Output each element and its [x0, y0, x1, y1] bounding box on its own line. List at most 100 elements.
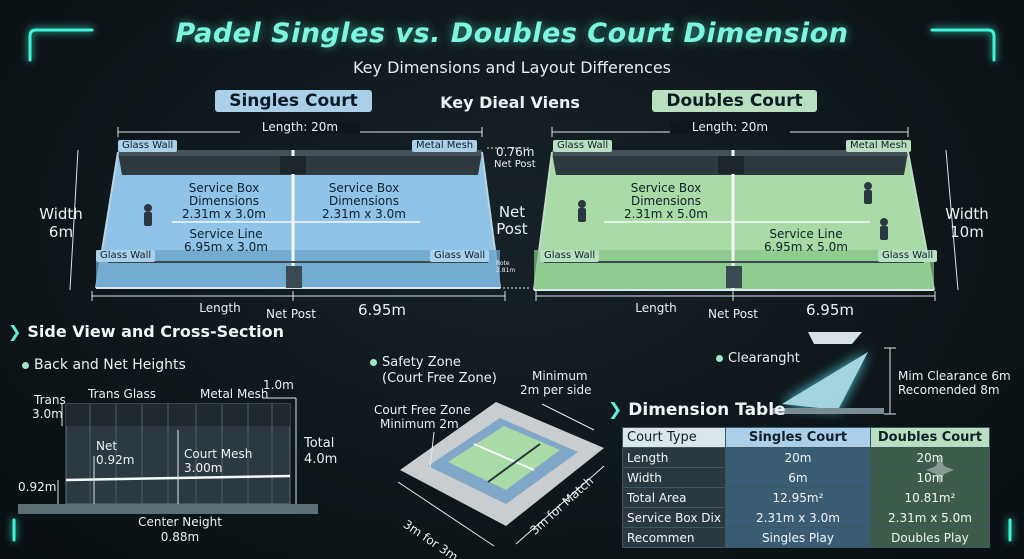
table-cell: 20m	[869, 447, 991, 468]
singles-court-heading: Singles Court	[215, 90, 372, 112]
side-mesh-height: 1.0m	[263, 378, 294, 392]
singles-metal-mesh: Metal Mesh	[412, 140, 478, 152]
side-left-height: 0.92m	[18, 480, 57, 494]
doubles-court-drawing	[533, 127, 959, 301]
clearance-label-text: Clearanght	[728, 351, 800, 366]
page-subtitle: Key Dimensions and Layout Differences	[352, 58, 672, 77]
safety-zone-title: Safety Zone	[370, 356, 461, 370]
side-court-mesh-2: 3.00m	[184, 461, 223, 475]
table-cell: 6m	[724, 467, 871, 488]
dimension-table-title-text: Dimension Table	[628, 400, 786, 420]
table-row: Length 20m 20m	[622, 447, 991, 468]
singles-width-value: 6m	[48, 223, 74, 241]
bracket-top-left	[28, 28, 94, 62]
doubles-service-box-1: Service Box	[630, 181, 702, 195]
safety-zone-subtitle: (Court Free Zone)	[382, 371, 497, 386]
doubles-bottom-right-dim: 6.95m	[805, 301, 854, 319]
table-row: Recommen Singles Play Doubles Play	[622, 527, 991, 548]
doubles-court-heading: Doubles Court	[652, 90, 817, 112]
side-view-section-title: ❯ Side View and Cross-Section	[8, 322, 284, 341]
table-header-cell: Singles Court	[724, 427, 871, 448]
clearance-text-2: Recomended 8m	[898, 383, 1000, 397]
safety-min-1: Minimum	[532, 369, 588, 383]
singles-bottom-right-dim: 6.95m	[357, 301, 406, 319]
doubles-net-post-bottom: Net Post	[708, 307, 758, 321]
doubles-service-box-2: Dimensions	[630, 194, 702, 208]
table-cell: Recommen	[622, 527, 726, 548]
chevron-right-icon: ❯	[8, 322, 22, 341]
side-view-subtitle-text: Back and Net Heights	[34, 357, 186, 373]
side-total-1: Total	[304, 436, 335, 451]
table-row: Width 6m 10m	[622, 467, 991, 488]
singles-service-box-left-1: Service Box	[188, 181, 260, 195]
dimension-table: Court Type Singles Court Doubles Court L…	[622, 427, 991, 548]
side-trans-glass: Trans Glass	[88, 387, 157, 401]
dimension-table-title: ❯Dimension Table	[608, 400, 786, 420]
side-center-2: 0.88m	[160, 530, 200, 544]
doubles-width-value: 10m	[950, 223, 984, 241]
doubles-width-label: Width	[945, 205, 989, 223]
table-cell: Singles Play	[724, 527, 871, 548]
singles-court-drawing	[69, 127, 506, 301]
side-court-mesh-1: Court Mesh	[184, 447, 253, 461]
net-post-label-1: Net	[498, 203, 526, 221]
net-small-label-2: 2.81m	[496, 267, 516, 274]
doubles-glass-wall-bottom-left: Glass Wall	[540, 250, 600, 262]
chevron-right-icon: ❯	[608, 400, 623, 420]
doubles-metal-mesh: Metal Mesh	[846, 140, 912, 152]
singles-service-box-left-3: 2.31m x 3.0m	[182, 207, 266, 221]
net-post-label-2: Post	[496, 220, 528, 238]
bullet-icon	[370, 359, 377, 366]
net-height-label: Net Post	[494, 159, 536, 170]
center-heading: Key Dieal Viens	[440, 93, 580, 112]
bullet-icon	[22, 361, 29, 369]
net-small-label-1: Rote	[496, 260, 510, 267]
doubles-glass-wall-top: Glass Wall	[553, 140, 613, 152]
clearance-text-1: Mim Clearance 6m	[898, 369, 1011, 383]
table-cell: Doubles Play	[869, 527, 991, 548]
table-header-cell: Doubles Court	[869, 427, 991, 448]
singles-glass-wall-top: Glass Wall	[118, 140, 178, 152]
side-view-subtitle: Back and Net Heights	[22, 358, 186, 373]
singles-service-box-right-2: Dimensions	[328, 194, 400, 208]
singles-service-box-right-3: 2.31m x 3.0m	[322, 207, 406, 221]
table-cell: Total Area	[622, 487, 726, 508]
table-header-cell: Court Type	[622, 427, 726, 448]
side-center-1: Center Neight	[138, 515, 222, 529]
table-header-row: Court Type Singles Court Doubles Court	[622, 427, 991, 448]
singles-service-box-left-2: Dimensions	[188, 194, 260, 208]
safety-free-2: Minimum 2m	[380, 417, 459, 431]
table-cell: Service Box Dix	[622, 507, 726, 528]
doubles-service-line-1: Service Line	[769, 227, 843, 241]
singles-length-top: Length: 20m	[240, 121, 360, 134]
side-metal-mesh: Metal Mesh	[200, 387, 269, 401]
safety-zone-title-text: Safety Zone	[382, 355, 461, 370]
doubles-service-box-3: 2.31m x 5.0m	[624, 207, 708, 221]
singles-service-line-1: Service Line	[189, 227, 263, 241]
side-net-2: 0.92m	[96, 453, 135, 467]
side-trans-2: 3.0m	[32, 407, 63, 421]
safety-min-2: 2m per side	[520, 383, 592, 397]
net-height-value: 0.76m	[496, 145, 535, 159]
table-cell: 2.31m x 5.0m	[869, 507, 991, 528]
bracket-top-right	[930, 28, 996, 62]
table-cell: 20m	[724, 447, 871, 468]
side-view-title-text: Side View and Cross-Section	[27, 322, 284, 341]
singles-service-line-2: 6.95m x 3.0m	[184, 240, 268, 254]
doubles-service-line-2: 6.95m x 5.0m	[764, 240, 848, 254]
clearance-label: Clearanght	[716, 352, 800, 366]
table-cell: Width	[622, 467, 726, 488]
side-trans-1: Trans	[34, 393, 66, 407]
doubles-glass-wall-bottom-right: Glass Wall	[878, 250, 938, 262]
singles-glass-wall-bottom-right: Glass Wall	[430, 250, 490, 262]
table-cell: Length	[622, 447, 726, 468]
singles-service-box-right-1: Service Box	[328, 181, 400, 195]
bullet-icon	[716, 355, 723, 362]
singles-glass-wall-bottom-left: Glass Wall	[96, 250, 156, 262]
